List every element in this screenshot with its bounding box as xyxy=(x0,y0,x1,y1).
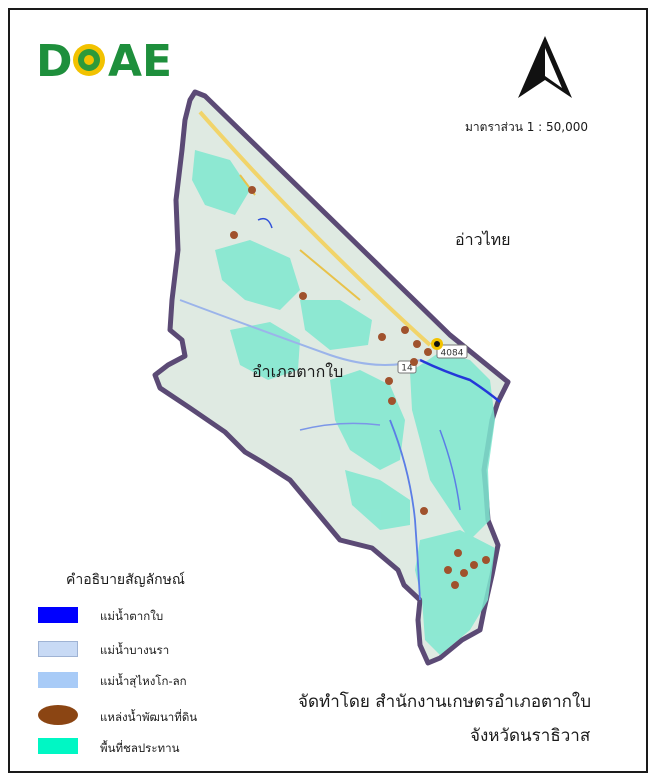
legend-swatch-kolok-river xyxy=(38,672,78,688)
water-source-point xyxy=(230,231,238,239)
water-source-point xyxy=(248,186,256,194)
svg-text:4084: 4084 xyxy=(441,349,464,359)
legend-label-takbai-river: แม่น้ำตากใบ xyxy=(100,609,164,623)
road-shield-4084: 4084 xyxy=(436,344,468,359)
legend-swatch-irrigation xyxy=(38,738,78,754)
logo-letter-d: D xyxy=(36,36,73,84)
credit-line-2: จังหวัดนราธิวาส xyxy=(470,726,591,746)
district-label: อำเภอตากใบ xyxy=(252,362,344,381)
svg-text:14: 14 xyxy=(401,364,413,374)
water-source-point xyxy=(470,561,478,569)
legend-label-kolok-river: แม่น้ำสุไหงโก-ลก xyxy=(100,674,187,688)
legend-swatch-bangnara-river xyxy=(38,641,78,657)
legend-swatch-takbai-river xyxy=(38,607,78,623)
water-source-point xyxy=(388,397,396,405)
water-source-point xyxy=(378,333,386,341)
map-scale: มาตราส่วน 1 : 50,000 xyxy=(465,120,588,134)
water-source-point xyxy=(420,507,428,515)
water-source-point xyxy=(444,566,452,574)
river-takbai xyxy=(419,358,501,403)
water-source-point xyxy=(299,292,307,300)
river-bangnara xyxy=(179,299,421,366)
legend-title: คำอธิบายสัญลักษณ์ xyxy=(66,572,185,588)
water-source-point xyxy=(460,569,468,577)
water-source-point xyxy=(482,556,490,564)
coastal-road xyxy=(198,110,432,347)
legend-label-bangnara-river: แม่น้ำบางนรา xyxy=(100,643,170,657)
water-source-points xyxy=(230,186,490,589)
doae-logo: D AE xyxy=(36,36,172,84)
north-arrow-icon xyxy=(518,36,572,98)
irrigation-areas xyxy=(192,150,495,655)
town-marker-icon xyxy=(431,338,443,350)
water-source-point xyxy=(454,549,462,557)
water-source-point xyxy=(401,326,409,334)
legend-swatch-water-source xyxy=(38,705,78,725)
water-source-point xyxy=(424,348,432,356)
logo-emblem-icon xyxy=(73,44,105,76)
legend-label-water-source: แหล่งน้ำพัฒนาที่ดิน xyxy=(100,710,198,724)
sea-label: อ่าวไทย xyxy=(455,230,511,249)
water-source-point xyxy=(451,581,459,589)
logo-letters-ae: AE xyxy=(108,36,172,84)
rivers xyxy=(179,217,501,601)
water-source-point xyxy=(385,377,393,385)
legend-label-irrigation: พื้นที่ชลประทาน xyxy=(100,741,180,755)
water-source-point xyxy=(413,340,421,348)
river-sungai-kolok xyxy=(389,419,421,601)
credit-line-1: จัดทำโดย สำนักงานเกษตรอำเภอตากใบ xyxy=(298,692,592,712)
water-source-point xyxy=(410,358,418,366)
